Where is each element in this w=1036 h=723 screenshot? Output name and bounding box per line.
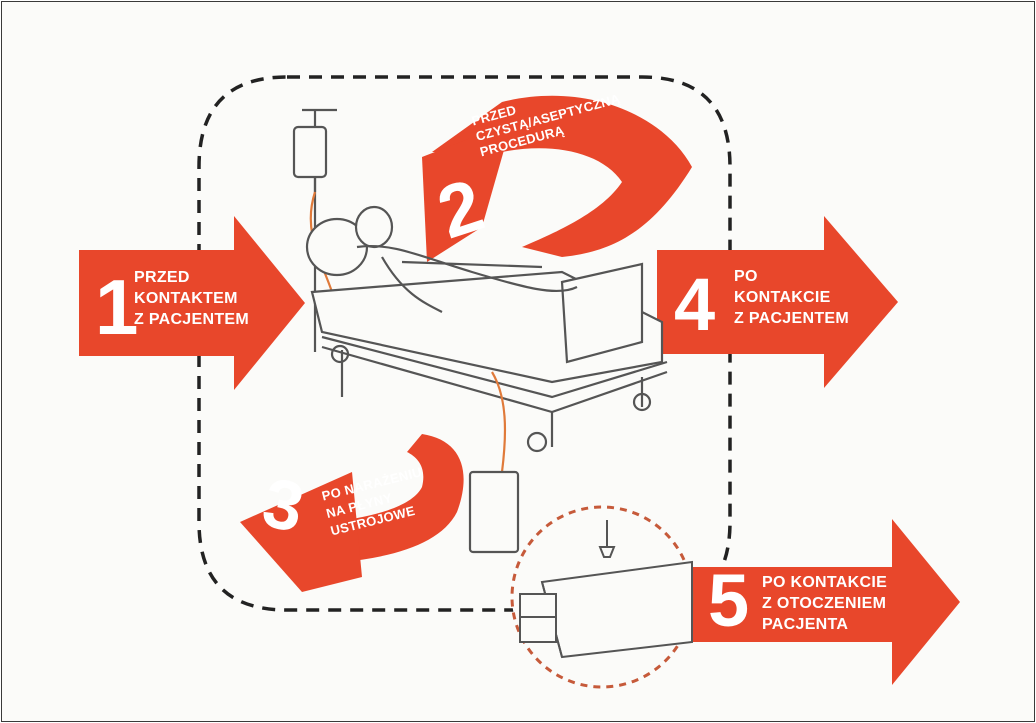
bedside-cabinet-icon [519, 593, 557, 643]
patient-surroundings-illustration [519, 520, 693, 659]
moment-1-arrow [79, 216, 305, 390]
moment-4-arrow [657, 216, 898, 388]
moment-1-label: PRZED KONTAKTEM Z PACJENTEM [134, 269, 250, 328]
moment-4-label: PO KONTAKCIE Z PACJENTEM [734, 268, 850, 327]
moment-3-arrow [240, 434, 464, 592]
moment-5-number: 5 [708, 559, 750, 642]
moment-1-number: 1 [95, 263, 139, 351]
urine-drainage-bag-icon [468, 371, 520, 554]
moment-5-arrow [692, 519, 960, 685]
moment-4-number: 4 [674, 263, 716, 346]
moment-5-label: PO KONTAKCIE Z OTOCZENIEM PACJENTA [762, 574, 888, 633]
moment-2-arrow [422, 95, 692, 262]
patient-in-bed-illustration [292, 108, 668, 554]
